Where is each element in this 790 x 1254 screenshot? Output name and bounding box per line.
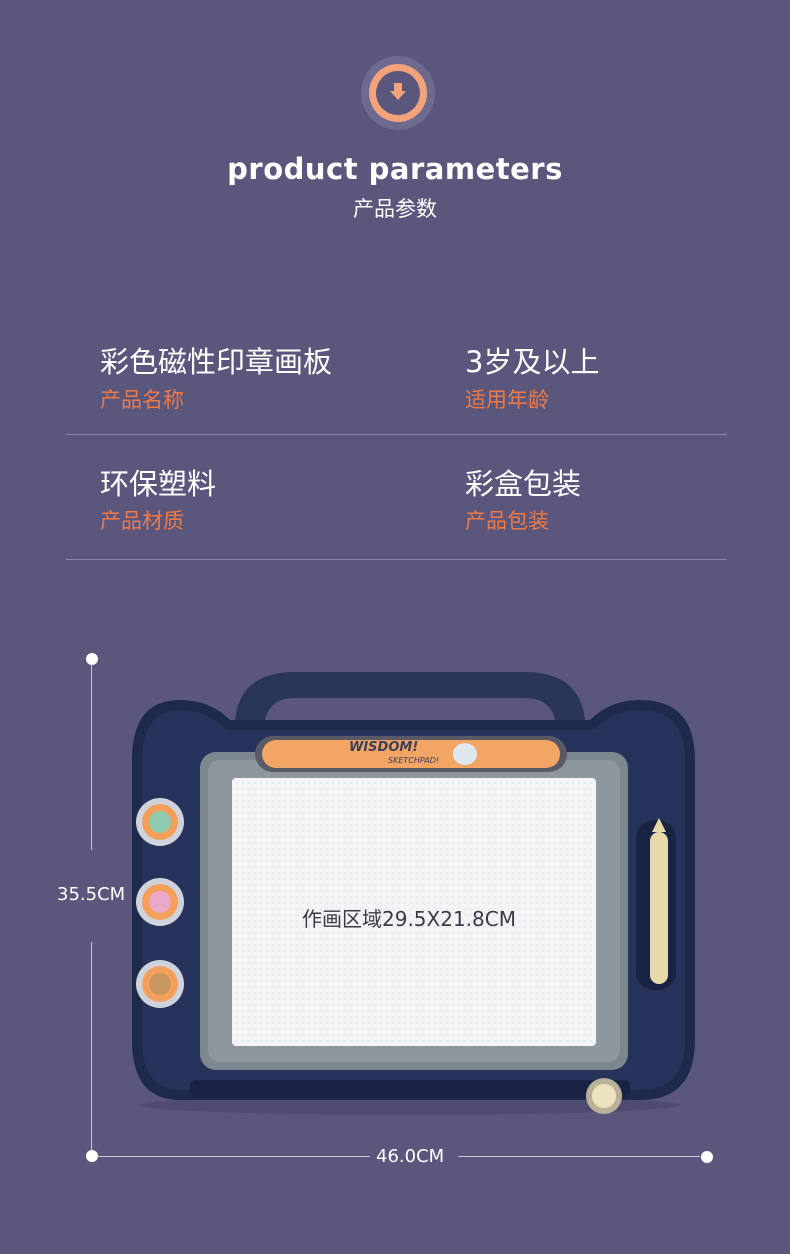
- height-line: [91, 664, 92, 850]
- age-value: 3岁及以上: [465, 345, 600, 379]
- divider: [66, 434, 727, 435]
- height-line: [91, 942, 92, 1150]
- height-label: 35.5CM: [57, 884, 126, 905]
- brand-logo-line1: WISDOM!: [349, 740, 419, 755]
- dimension-dot: [701, 1151, 713, 1163]
- dimension-dot: [86, 1150, 98, 1162]
- section-badge: [361, 56, 435, 130]
- divider: [66, 559, 727, 560]
- age-label: 适用年龄: [465, 388, 549, 412]
- width-line: [98, 1156, 370, 1157]
- section-title-en: product parameters: [227, 152, 563, 186]
- product-name-value: 彩色磁性印章画板: [100, 345, 333, 379]
- packaging-label: 产品包装: [465, 509, 549, 533]
- sketchpad-image: [132, 672, 695, 1115]
- material-label: 产品材质: [100, 509, 184, 533]
- down-arrow-icon: [390, 83, 406, 100]
- dimension-dot: [86, 653, 98, 665]
- product-name-label: 产品名称: [100, 388, 184, 412]
- width-line: [458, 1156, 700, 1157]
- section-title-cn: 产品参数: [353, 197, 437, 221]
- drawing-area-label: 作画区域29.5X21.8CM: [302, 907, 516, 931]
- material-value: 环保塑料: [100, 467, 217, 501]
- brand-logo-line2: SKETCHPAD!: [388, 756, 440, 765]
- width-label: 46.0CM: [376, 1146, 445, 1167]
- packaging-value: 彩盒包装: [465, 467, 582, 501]
